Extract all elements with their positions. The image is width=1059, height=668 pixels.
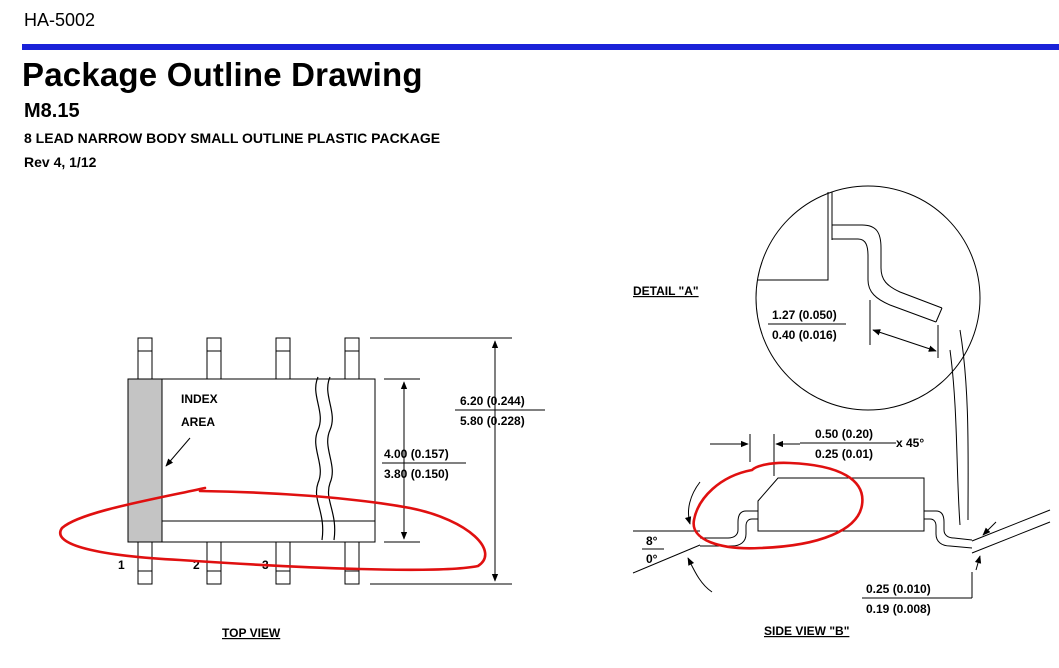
lead-angle-min: 0° <box>646 552 658 566</box>
lead-thickness-min: 0.19 (0.008) <box>866 602 931 616</box>
top-leads <box>137 337 360 380</box>
document-number: HA-5002 <box>24 10 96 30</box>
package-description: 8 LEAD NARROW BODY SMALL OUTLINE PLASTIC… <box>24 130 441 146</box>
index-label-line1: INDEX <box>181 392 218 406</box>
index-area <box>127 378 163 543</box>
header-rule <box>22 44 1059 50</box>
total-width-min: 5.80 (0.228) <box>460 414 525 428</box>
body-width-min: 3.80 (0.150) <box>384 467 449 481</box>
detail-a-dim-min: 0.40 (0.016) <box>772 328 837 342</box>
package-body <box>127 378 376 543</box>
detail-a <box>755 185 981 526</box>
side-view-red-ellipse <box>692 461 864 550</box>
index-label-line2: AREA <box>181 415 215 429</box>
revision-text: Rev 4, 1/12 <box>24 154 97 170</box>
page-title: Package Outline Drawing <box>22 56 423 93</box>
top-view-caption: TOP VIEW <box>222 626 281 640</box>
side-view-body <box>757 477 925 532</box>
lead-angle-max: 8° <box>646 534 658 548</box>
pin-2-label: 2 <box>193 558 200 572</box>
side-view-caption: SIDE VIEW "B" <box>764 624 849 638</box>
chamfer-angle: x 45° <box>896 436 924 450</box>
body-width-max: 4.00 (0.157) <box>384 447 449 461</box>
top-view <box>127 337 545 585</box>
break-line <box>315 376 324 541</box>
top-view-red-ellipse <box>59 486 487 572</box>
side-view-labels: 0.50 (0.20) 0.25 (0.01) x 45° 8° 0° 0.25… <box>646 427 931 638</box>
red-annotations <box>59 461 864 572</box>
pin-1-label: 1 <box>118 558 125 572</box>
chamfer-dim-max: 0.50 (0.20) <box>815 427 873 441</box>
detail-a-caption: DETAIL "A" <box>633 284 699 298</box>
detail-a-dim-max: 1.27 (0.050) <box>772 308 837 322</box>
side-view <box>632 434 1051 599</box>
top-view-labels: INDEX AREA 1 2 3 4.00 (0.157) 3.80 (0.15… <box>118 392 525 640</box>
chamfer-dim-min: 0.25 (0.01) <box>815 447 873 461</box>
total-width-max: 6.20 (0.244) <box>460 394 525 408</box>
lead-thickness-max: 0.25 (0.010) <box>866 582 931 596</box>
bottom-leads <box>137 541 360 585</box>
package-code: M8.15 <box>24 100 80 122</box>
detail-a-labels: DETAIL "A" 1.27 (0.050) 0.40 (0.016) <box>633 284 837 342</box>
detail-circle <box>755 185 981 411</box>
